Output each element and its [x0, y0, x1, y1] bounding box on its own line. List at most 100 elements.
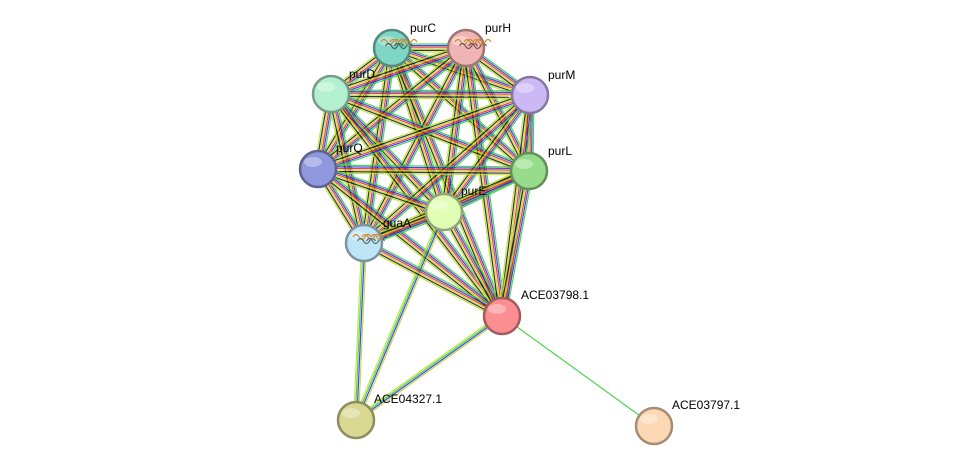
node-highlight: [640, 414, 658, 424]
edge-evidence-line: [464, 48, 529, 172]
node-circle[interactable]: [510, 75, 550, 115]
edge-evidence-line: [317, 169, 502, 318]
node-label: purL: [548, 144, 572, 158]
edge-evidence-line: [503, 171, 532, 317]
edge-evidence-line: [357, 243, 367, 421]
edge-evidence-line: [319, 48, 395, 171]
node-circle[interactable]: [482, 296, 522, 336]
node-guaA[interactable]: guaA: [344, 216, 411, 263]
node-purD[interactable]: purD: [311, 67, 375, 114]
node-highlight: [516, 83, 534, 93]
edge-evidence-line: [318, 164, 530, 168]
node-purL[interactable]: purL: [509, 144, 572, 191]
edge-evidence-line: [356, 316, 503, 422]
edge-evidence-line: [316, 47, 392, 169]
node-highlight: [488, 304, 506, 314]
node-label: purE: [461, 184, 486, 198]
edge-evidence-line: [354, 242, 364, 420]
node-purQ[interactable]: purQ: [298, 141, 363, 189]
edge-evidence-line: [331, 49, 467, 97]
node-highlight: [515, 159, 533, 169]
structure-strand: [370, 233, 390, 241]
protein-structure-icon: [380, 38, 418, 50]
edge-evidence-line: [317, 93, 530, 169]
edge-ACE03798.1-ACE03797.1: [501, 315, 655, 427]
edge-evidence-line: [439, 213, 500, 319]
node-circle[interactable]: [372, 28, 412, 68]
node-highlight: [430, 200, 448, 210]
edge-evidence-line: [446, 209, 507, 315]
node-label: purC: [410, 21, 436, 35]
edge-evidence-line: [318, 166, 445, 211]
edge-evidence-line: [357, 317, 504, 423]
node-label: ACE03798.1: [521, 288, 589, 302]
node-circle[interactable]: [336, 400, 376, 440]
node-circle[interactable]: [298, 149, 338, 189]
node-label: guaA: [383, 216, 411, 230]
node-circle[interactable]: [424, 192, 464, 232]
edge-evidence-line: [367, 49, 471, 246]
edge-evidence-line: [320, 165, 505, 314]
node-purE[interactable]: purE: [424, 184, 486, 232]
node-circle[interactable]: [311, 74, 351, 114]
edge-evidence-line: [445, 210, 505, 316]
edge-evidence-line: [357, 212, 447, 422]
edge-evidence-line: [331, 92, 531, 95]
edge-evidence-line: [445, 96, 533, 214]
node-circle[interactable]: [634, 406, 674, 446]
edge-guaA-ACE04327.1: [353, 242, 367, 421]
edge-evidence-line: [330, 97, 530, 100]
edge-evidence-line: [365, 48, 469, 245]
protein-structure-icon: [352, 233, 390, 245]
edge-evidence-line: [359, 45, 463, 242]
edge-evidence-line: [327, 96, 500, 319]
edge-evidence-line: [318, 167, 445, 212]
edge-evidence-line: [366, 97, 534, 247]
node-label: purD: [349, 67, 375, 81]
edge-evidence-line: [364, 48, 468, 244]
edge-evidence-line: [364, 240, 504, 315]
edge-evidence-line: [330, 46, 466, 94]
edge-evidence-line: [319, 164, 446, 209]
edge-evidence-line: [445, 48, 469, 213]
edge-evidence-line: [329, 97, 528, 176]
edge-evidence-line: [497, 170, 526, 316]
node-label: ACE03797.1: [672, 398, 740, 412]
node-purM[interactable]: purM: [510, 68, 575, 115]
edge-evidence-line: [442, 47, 466, 212]
node-highlight: [317, 82, 335, 92]
node-circle[interactable]: [509, 151, 549, 191]
node-label: ACE04327.1: [374, 392, 442, 406]
edge-evidence-line: [441, 47, 465, 212]
edge-evidence-line: [330, 45, 466, 93]
node-circle[interactable]: [344, 223, 384, 263]
edge-evidence-line: [356, 212, 446, 421]
node-circle[interactable]: [446, 28, 486, 68]
edge-evidence-line: [317, 170, 529, 174]
edge-purH-guaA: [359, 45, 471, 246]
node-ACE03797.1[interactable]: ACE03797.1: [634, 398, 740, 446]
edge-evidence-line: [326, 94, 361, 244]
edge-purE-ACE03798.1: [439, 209, 507, 319]
structure-strand: [472, 38, 492, 46]
edge-evidence-line: [497, 94, 527, 316]
node-ACE03798.1[interactable]: ACE03798.1: [482, 288, 589, 336]
edge-evidence-line: [316, 90, 529, 166]
edge-guaA-ACE03798.1: [361, 238, 505, 321]
edge-evidence-line: [319, 166, 504, 315]
edge-evidence-line: [331, 89, 531, 92]
edge-evidence-line: [502, 171, 531, 317]
edge-evidence-line: [365, 238, 505, 313]
edge-evidence-line: [317, 169, 529, 173]
node-purC[interactable]: purC: [372, 21, 436, 68]
protein-structure-icon: [454, 38, 492, 50]
node-label: purH: [485, 21, 511, 35]
node-label: purM: [548, 68, 575, 82]
edge-evidence-line: [354, 211, 444, 420]
node-purH[interactable]: purH: [446, 21, 511, 68]
edge-evidence-line: [392, 46, 531, 95]
edge-evidence-line: [446, 97, 534, 215]
edge-evidence-line: [444, 211, 504, 316]
edge-evidence-line: [331, 48, 467, 96]
node-ACE04327.1[interactable]: ACE04327.1: [336, 392, 442, 440]
